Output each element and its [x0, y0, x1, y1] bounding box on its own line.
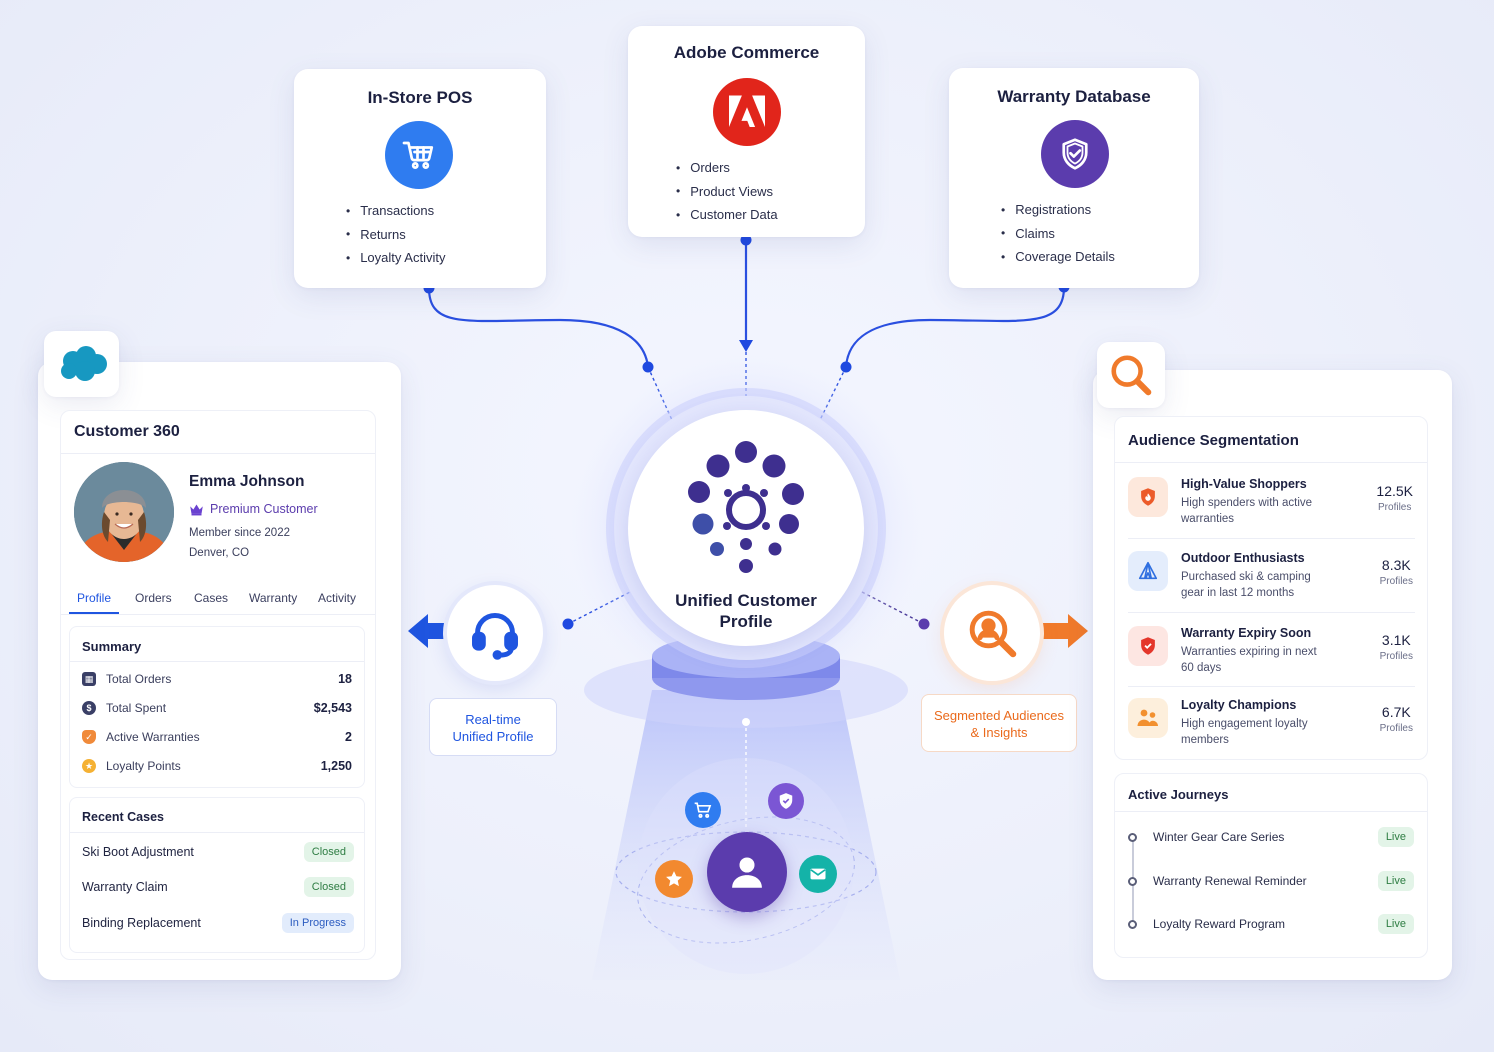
list-item: Customer Data [676, 203, 777, 227]
headset-icon [472, 613, 518, 660]
pos-list: Transactions Returns Loyalty Activity [346, 199, 445, 270]
person-avatar-icon [707, 832, 787, 912]
status-badge: Closed [303, 877, 354, 897]
tab-profile[interactable]: Profile [77, 591, 112, 605]
recent-cases-title: Recent Cases [82, 810, 164, 824]
shield-icon: ✓ [82, 730, 96, 744]
warranty-title: Warranty Database [997, 87, 1151, 106]
tab-cases[interactable]: Cases [194, 591, 229, 605]
journey-row[interactable]: Winter Gear Care Series Live [1128, 825, 1414, 849]
segment-node [944, 585, 1040, 681]
segment-row[interactable]: High-Value Shoppers High spenders with a… [1128, 477, 1413, 537]
commerce-list: Orders Product Views Customer Data [676, 156, 778, 227]
customer-location: Denver, CO [189, 547, 250, 559]
segmentation-title: Audience Segmentation [1128, 432, 1299, 449]
hub-title: Unified Customer Profile [675, 591, 817, 631]
journey-row[interactable]: Loyalty Reward Program Live [1128, 912, 1414, 936]
mail-icon [799, 855, 837, 893]
shield-check-icon [1041, 120, 1109, 188]
warranty-list: Registrations Claims Coverage Details [1001, 198, 1115, 269]
list-item: Product Views [676, 180, 778, 204]
pos-title: In-Store POS [367, 88, 473, 107]
adobe-logo-icon [713, 78, 781, 146]
status-badge: Live [1377, 827, 1414, 847]
magnifier-badge [1097, 342, 1165, 408]
list-item: Coverage Details [1001, 245, 1115, 269]
user-search-icon [969, 610, 1017, 658]
tab-orders[interactable]: Orders [135, 591, 172, 605]
orders-icon: ▦ [82, 672, 96, 686]
status-badge: Closed [303, 842, 354, 862]
journeys-title: Active Journeys [1128, 787, 1229, 802]
cart-icon [685, 792, 721, 828]
status-badge: In Progress [281, 913, 354, 933]
list-item: Registrations [1001, 198, 1115, 222]
dollar-icon: $ [82, 701, 96, 715]
summary-title: Summary [82, 639, 142, 654]
list-item: Claims [1001, 222, 1115, 246]
summary-row: ✓ Active Warranties 2 [82, 727, 352, 747]
summary-row: $ Total Spent $2,543 [82, 698, 352, 718]
commerce-title: Adobe Commerce [673, 43, 820, 62]
magnifier-icon [1111, 355, 1152, 396]
segment-row[interactable]: Outdoor Enthusiasts Purchased ski & camp… [1128, 551, 1413, 611]
shield-flame-icon [1128, 477, 1168, 517]
summary-row: ▦ Total Orders 18 [82, 669, 352, 689]
list-item: Transactions [346, 199, 445, 223]
star-icon [655, 860, 693, 898]
case-row[interactable]: Ski Boot Adjustment Closed [82, 840, 354, 864]
segment-row[interactable]: Loyalty Champions High engagement loyalt… [1128, 698, 1413, 758]
headset-node [447, 585, 543, 681]
unified-profile-hub[interactable]: Unified Customer Profile [628, 410, 864, 646]
shield-check-icon [768, 783, 804, 819]
commerce-card: Adobe Commerce Orders Product Views Cust… [628, 26, 865, 237]
list-item: Loyalty Activity [346, 246, 445, 270]
case-row[interactable]: Warranty Claim Closed [82, 875, 354, 899]
salesforce-cloud-icon [60, 346, 107, 381]
crown-icon [190, 504, 203, 515]
case-row[interactable]: Binding Replacement In Progress [82, 911, 354, 935]
warranty-card: Warranty Database Registrations Claims C… [949, 68, 1199, 288]
list-item: Returns [346, 223, 445, 247]
recent-cases-box [69, 797, 365, 953]
customer-tier: Premium Customer [189, 502, 318, 516]
star-icon: ★ [82, 759, 96, 773]
network-logo-icon [688, 441, 804, 573]
list-item: Orders [676, 156, 778, 180]
tent-icon [1128, 551, 1168, 591]
journey-row[interactable]: Warranty Renewal Reminder Live [1128, 869, 1414, 893]
customer360-title: Customer 360 [74, 423, 180, 440]
member-since: Member since 2022 [189, 527, 290, 539]
status-badge: Live [1377, 914, 1414, 934]
segmented-audiences-label: Segmented Audiences & Insights [921, 694, 1077, 752]
avatar [74, 462, 174, 562]
cart-icon [385, 121, 453, 189]
summary-row: ★ Loyalty Points 1,250 [82, 756, 352, 776]
journeys-box [1114, 773, 1428, 958]
customer-name: Emma Johnson [189, 473, 305, 490]
tab-warranty[interactable]: Warranty [249, 591, 298, 605]
active-tab-indicator [69, 612, 119, 614]
salesforce-badge [44, 331, 119, 397]
pos-card: In-Store POS Transactions Returns Loyalt… [294, 69, 546, 288]
summary-box [69, 626, 365, 788]
status-badge: Live [1377, 871, 1414, 891]
shield-alert-icon [1128, 626, 1168, 666]
people-icon [1128, 698, 1168, 738]
tab-activity[interactable]: Activity [318, 591, 357, 605]
realtime-profile-label: Real-time Unified Profile [429, 698, 557, 756]
segment-row[interactable]: Warranty Expiry Soon Warranties expiring… [1128, 626, 1413, 686]
